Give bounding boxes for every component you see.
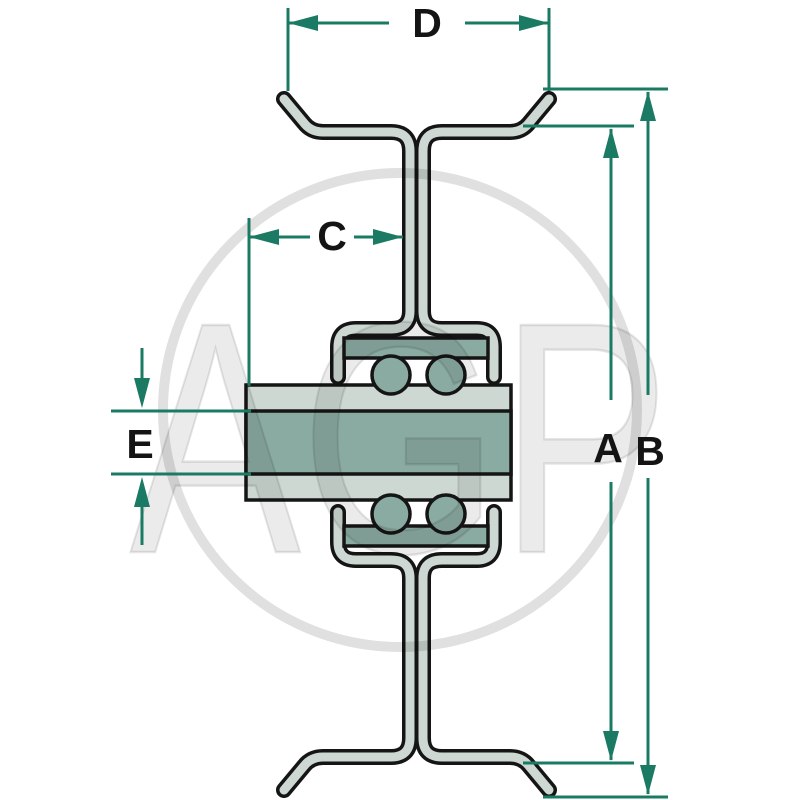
- arrowhead-up: [640, 91, 656, 121]
- dim-label-d: D: [412, 0, 442, 46]
- dim-label-e: E: [126, 421, 153, 467]
- bottom-bearing-ball-right: [425, 493, 467, 535]
- hub-inner-tube: [244, 409, 513, 476]
- dimension-C: C: [247, 213, 403, 386]
- dimension-callouts: D C E A: [111, 0, 668, 799]
- bearings: [342, 336, 490, 548]
- top-bearing-outer-race: [342, 336, 490, 360]
- arrowhead-left: [288, 15, 318, 31]
- dim-label-c: C: [317, 213, 347, 259]
- top-bearing-ball-left: [370, 354, 412, 396]
- wheel-artwork: [244, 91, 557, 798]
- arrowhead-up: [603, 128, 619, 158]
- dimension-E: E: [111, 348, 251, 545]
- arrowhead-right: [519, 15, 549, 31]
- watermark: AGP: [129, 168, 671, 652]
- arrowhead-up: [134, 477, 150, 507]
- arrowhead-down: [640, 765, 656, 795]
- rim-sheet-top-left-core: [279, 94, 415, 382]
- dimension-B: B: [543, 87, 668, 799]
- rim-sheet-bottom-left-core: [279, 507, 415, 795]
- dim-label-b: B: [635, 428, 665, 474]
- arrowhead-left: [249, 229, 279, 245]
- rim-sheet-bottom-right-core: [418, 507, 554, 795]
- arrowhead-down: [134, 378, 150, 408]
- arrowhead-down: [603, 731, 619, 761]
- bottom-bearing-ball-left: [370, 493, 412, 535]
- arrowhead-right: [373, 229, 403, 245]
- hub-assembly: [244, 383, 513, 502]
- dim-label-a: A: [593, 425, 623, 471]
- rim-sheet-metal: [276, 91, 557, 798]
- dimension-D: D: [286, 0, 551, 91]
- top-bearing-ball-right: [425, 354, 467, 396]
- rim-sheet-top-right-core: [418, 94, 554, 382]
- watermark-text: AGP: [130, 253, 670, 622]
- dimension-A: A: [523, 124, 634, 765]
